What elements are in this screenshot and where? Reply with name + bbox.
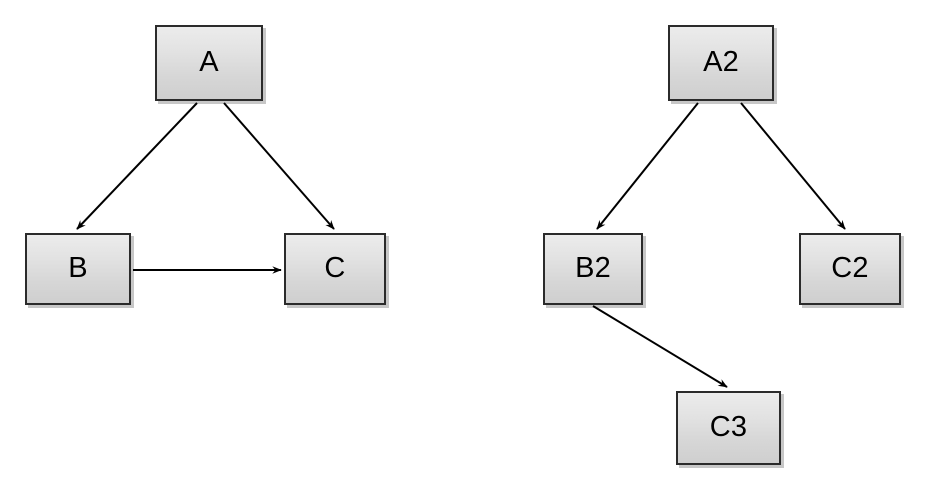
node-a2[interactable]: A2 (668, 25, 774, 101)
node-c2[interactable]: C2 (799, 233, 901, 305)
node-c3[interactable]: C3 (676, 391, 781, 465)
edge-b2-to-c3 (592, 305, 728, 388)
node-b[interactable]: B (25, 233, 131, 305)
edge-a-to-c (223, 102, 335, 230)
node-label-c2: C2 (831, 251, 869, 284)
edges-group (76, 102, 846, 388)
node-b2[interactable]: B2 (543, 233, 643, 305)
node-label-b: B (68, 251, 88, 284)
node-label-a: A (199, 45, 219, 78)
node-c[interactable]: C (284, 233, 386, 305)
node-label-b2: B2 (575, 251, 611, 284)
edge-a2-to-c2 (740, 102, 846, 230)
node-a[interactable]: A (155, 25, 263, 101)
node-label-a2: A2 (703, 45, 739, 78)
edge-a2-to-b2 (596, 102, 699, 230)
edge-a-to-b (76, 102, 198, 230)
node-label-c: C (324, 251, 346, 284)
node-label-c3: C3 (709, 410, 748, 443)
